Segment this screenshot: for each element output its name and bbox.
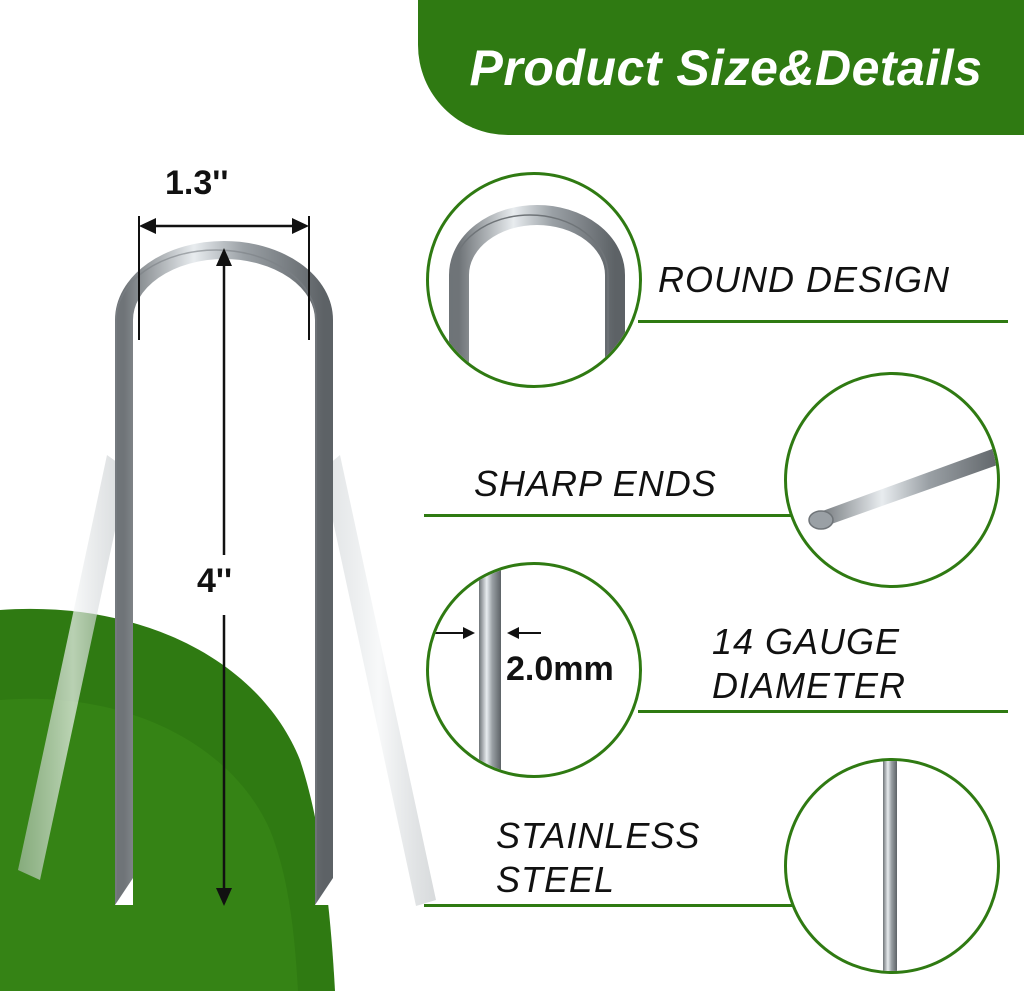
round-design-detail-image xyxy=(426,172,642,388)
page-title: Product Size&Details xyxy=(469,39,983,96)
sharp-ends-detail-image xyxy=(784,372,1000,588)
feature-label-14-gauge: 14 GAUGE DIAMETER xyxy=(712,621,907,706)
header-banner: Product Size&Details xyxy=(418,0,1024,135)
feature-label-stainless-steel: STAINLESS STEEL xyxy=(496,815,701,900)
feature-label-sharp-ends: SHARP ENDS xyxy=(474,463,717,504)
diameter-label: 2.0mm xyxy=(506,650,614,688)
height-dimension-label: 4'' xyxy=(197,562,233,600)
feature-divider xyxy=(638,320,1008,323)
feature-divider xyxy=(424,904,794,907)
feature-label-round-design: ROUND DESIGN xyxy=(658,259,951,300)
stainless-steel-detail-image xyxy=(784,758,1000,974)
gauge-detail-image xyxy=(426,562,642,778)
feature-divider xyxy=(638,710,1008,713)
width-dimension-label: 1.3'' xyxy=(165,164,229,202)
feature-divider xyxy=(424,514,794,517)
